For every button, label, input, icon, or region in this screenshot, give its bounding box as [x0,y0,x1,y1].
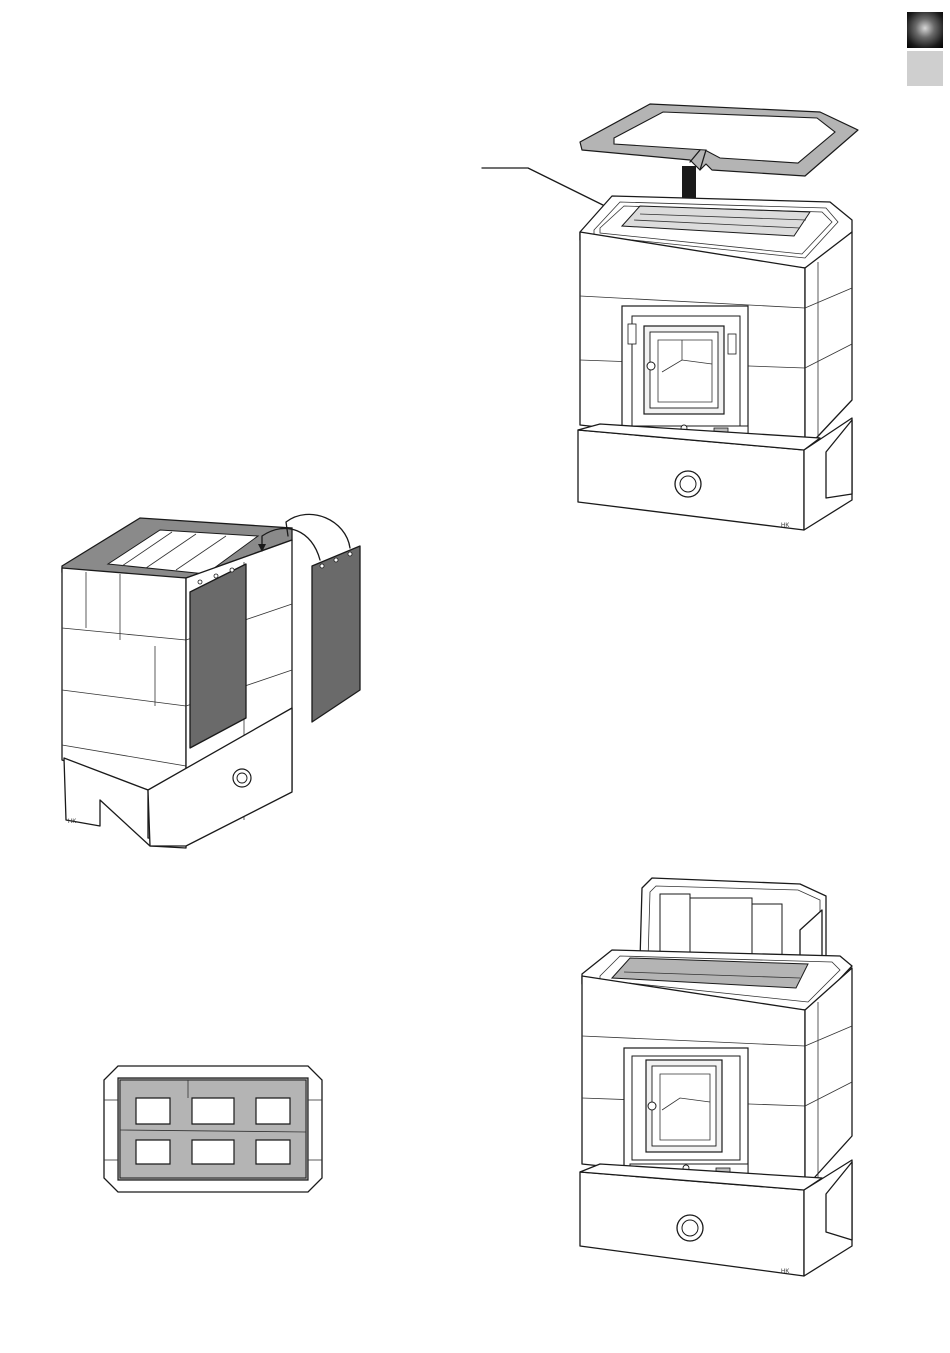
stove-body [580,196,852,450]
stove-top-cover-illustration: HK [470,95,870,540]
figure-mark: HK [68,819,76,825]
leader-line [482,168,613,210]
chapter-tab-light [907,51,943,86]
top-cover-plate [580,104,858,176]
figure-mark: HK [781,1269,789,1275]
stove-top-frame-illustration: HK [570,870,860,1290]
figure-mark: HK [781,523,789,529]
top-view-diagram [100,1060,330,1200]
chapter-tab-dark-icon [907,12,943,48]
stove-side-panels-illustration: HK [55,505,375,855]
